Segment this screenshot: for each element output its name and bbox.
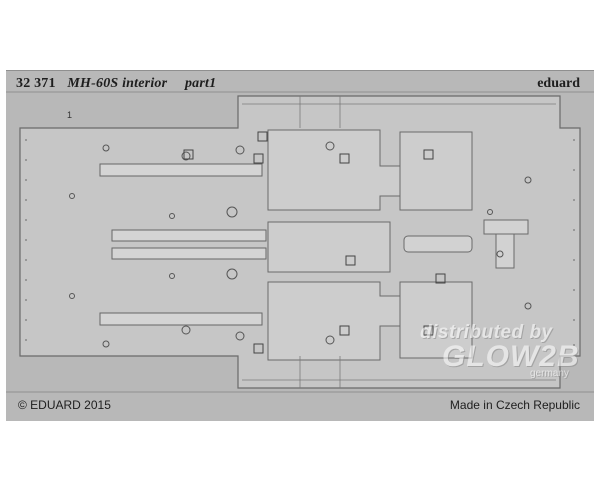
brand-logo: eduard <box>537 76 580 91</box>
copyright-text: © EDUARD 2015 <box>18 398 111 412</box>
right-panel-lower <box>399 281 473 359</box>
fret-header: 32 371 MH-60S interior part1 <box>16 76 216 92</box>
origin-text: Made in Czech Republic <box>449 398 580 412</box>
part-id-label: 1 <box>67 110 73 120</box>
small-bracket-stem <box>495 233 515 269</box>
seat-rail-middle-b <box>111 247 267 260</box>
right-panel-upper <box>399 131 473 211</box>
small-bracket <box>483 219 529 235</box>
seat-rail-lower <box>99 312 263 326</box>
seat-rail-upper <box>99 163 263 177</box>
panel-lines <box>242 96 556 388</box>
part-number: 32 371 <box>16 76 56 91</box>
rivet-rows <box>25 139 575 346</box>
part-label: part1 <box>184 76 217 91</box>
center-panel-mid <box>267 221 391 273</box>
seat-rail-middle-a <box>111 229 267 242</box>
tie-down-fittings <box>69 141 532 348</box>
fret-title: MH-60S interior <box>67 76 168 91</box>
right-bracket <box>403 235 473 253</box>
sprue-gates <box>6 91 594 393</box>
mounting-tabs <box>183 131 446 354</box>
